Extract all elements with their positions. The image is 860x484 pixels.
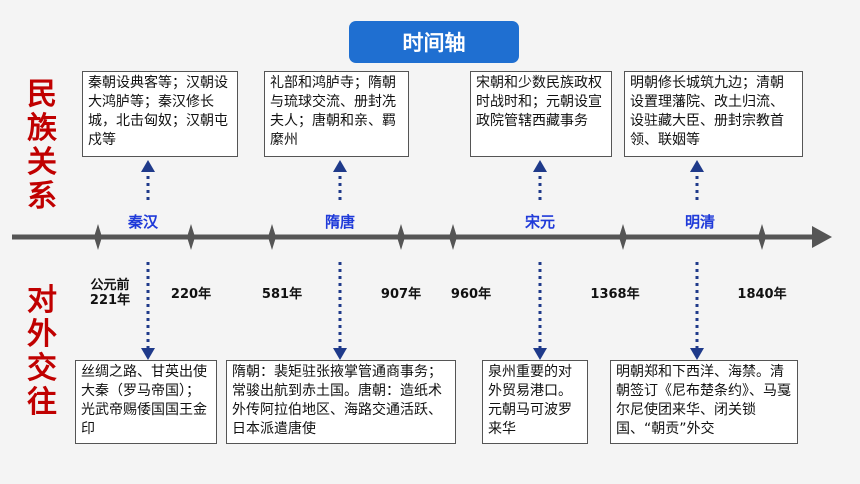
tick-mark xyxy=(397,224,405,250)
ethnic-box-mingqing: 明朝修长城筑九边；清朝设置理藩院、改土归流、设驻藏大臣、册封宗教首领、联姻等 xyxy=(624,71,803,157)
foreign-box-songyuan: 泉州重要的对外贸易港口。元朝马可波罗来华 xyxy=(482,360,588,444)
arrowhead-up xyxy=(533,160,547,172)
tick-marks xyxy=(94,224,766,250)
period-label-suitang: 隋唐 xyxy=(324,213,356,231)
foreign-box-qinhan: 丝绸之路、甘英出使大秦（罗马帝国）；光武帝赐倭国国王金印 xyxy=(75,360,217,444)
arrowhead-down xyxy=(333,348,347,360)
year-label: 960年 xyxy=(450,287,492,302)
year-label: 220年 xyxy=(170,287,212,302)
tick-mark xyxy=(94,224,102,250)
period-label-songyuan: 宋元 xyxy=(524,213,556,231)
arrowhead-up xyxy=(690,160,704,172)
year-label: 公元前 221年 xyxy=(89,278,131,308)
arrowhead-down xyxy=(690,348,704,360)
foreign-box-mingqing: 明朝郑和下西洋、海禁。清朝签订《尼布楚条约》、马戛尔尼使团来华、闭关锁国、“朝贡… xyxy=(610,360,798,444)
period-label-mingqing: 明清 xyxy=(684,213,716,231)
year-label: 1368年 xyxy=(590,287,640,302)
period-label-qinhan: 秦汉 xyxy=(127,213,159,231)
tick-mark xyxy=(268,224,276,250)
year-label: 1840年 xyxy=(737,287,787,302)
year-label: 907年 xyxy=(380,287,422,302)
tick-mark xyxy=(619,224,627,250)
tick-mark xyxy=(758,224,766,250)
year-label: 581年 xyxy=(261,287,303,302)
arrowhead-down xyxy=(533,348,547,360)
side-label-foreign-relations: 对外交往 xyxy=(27,283,57,420)
ethnic-box-qinhan: 秦朝设典客等；汉朝设大鸿胪等；秦汉修长城，北击匈奴；汉朝屯戍等 xyxy=(82,71,238,157)
arrowhead-up xyxy=(333,160,347,172)
timeline-title: 时间轴 xyxy=(349,21,519,63)
tick-mark xyxy=(187,224,195,250)
ethnic-box-songyuan: 宋朝和少数民族政权时战时和；元朝设宣政院管辖西藏事务 xyxy=(470,71,612,157)
arrowhead-up xyxy=(141,160,155,172)
side-label-ethnic-relations: 民族关系 xyxy=(27,77,57,214)
ethnic-box-suitang: 礼部和鸿胪寺；隋朝与琉球交流、册封冼夫人；唐朝和亲、羁縻州 xyxy=(264,71,409,157)
foreign-box-suitang: 隋朝：裴矩驻张掖掌管通商事务；常骏出航到赤土国。唐朝：造纸术外传阿拉伯地区、海路… xyxy=(226,360,456,444)
arrowhead-down xyxy=(141,348,155,360)
tick-mark xyxy=(449,224,457,250)
timeline-arrowhead xyxy=(812,226,832,248)
